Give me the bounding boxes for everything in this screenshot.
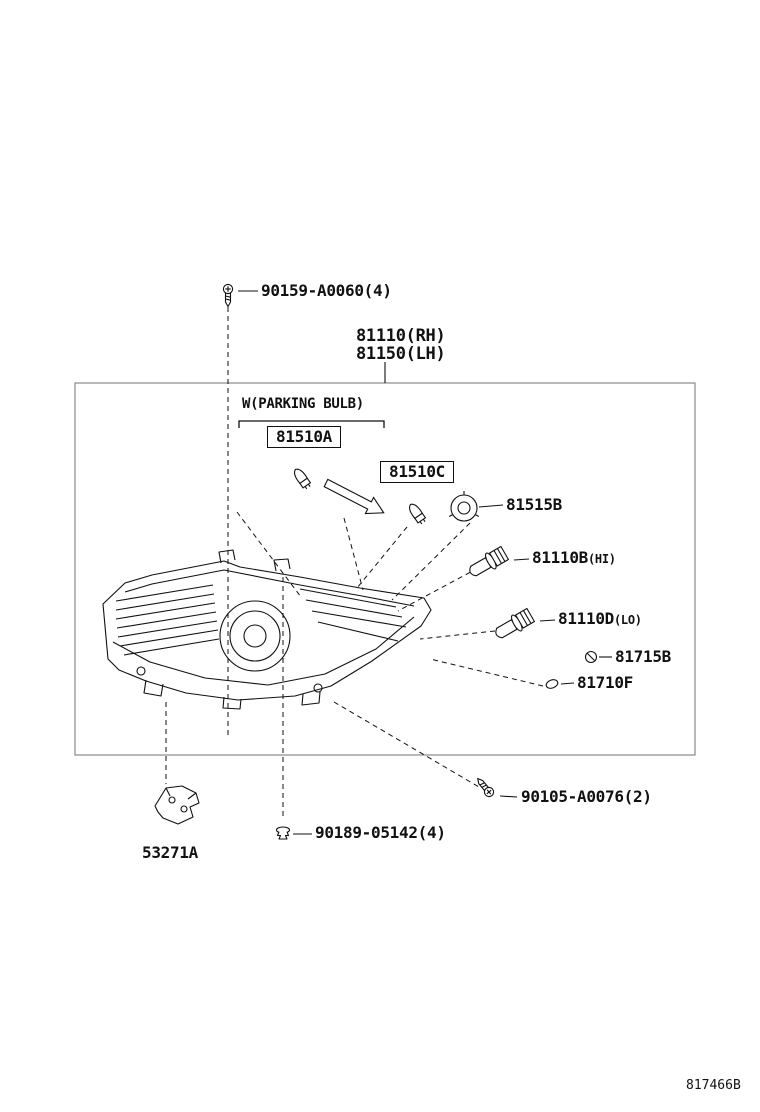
part-label-assembly-rh: 81110(RH) <box>356 326 446 346</box>
part-label-81510a: 81510A <box>267 426 341 448</box>
part-label-screw-top: 90159-A0060(4) <box>261 281 392 300</box>
screw-icon-top <box>222 283 234 308</box>
part-label-53271a: 53271A <box>142 843 198 862</box>
diagram-frame <box>74 382 696 756</box>
part-label-81110b-hi: 81110B(HI) <box>532 548 616 567</box>
drawing-code: 817466B <box>686 1078 741 1093</box>
parking-bulb-a-icon <box>291 466 313 492</box>
hi-bulb-icon <box>465 544 510 582</box>
part-label-81510c: 81510C <box>380 461 454 483</box>
assembly-label-group: 81110(RH) 81150(LH) <box>356 326 446 365</box>
part-label-clip: 90189-05142(4) <box>315 823 446 842</box>
bracket-icon <box>154 785 200 825</box>
part-suffix-hi: (HI) <box>588 552 616 566</box>
part-label-screw-right: 90105-A0076(2) <box>521 787 652 806</box>
part-label-assembly-lh: 81150(LH) <box>356 344 446 365</box>
parking-bulb-bracket <box>238 420 385 428</box>
part-number-lo: 81110D <box>558 609 614 628</box>
parking-bulb-c-icon <box>406 501 428 527</box>
leader-lines-solid <box>238 290 612 835</box>
part-number-hi: 81110B <box>532 548 588 567</box>
arrow-icon <box>323 478 385 515</box>
part-label-81515b: 81515B <box>506 495 562 514</box>
socket-icon <box>448 490 480 522</box>
part-suffix-lo: (LO) <box>614 613 642 627</box>
cap-icon <box>545 679 559 689</box>
headlamp-drawing <box>102 549 432 710</box>
clip-icon <box>275 826 291 840</box>
lo-bulb-icon <box>491 606 536 644</box>
leader-lines-dashed <box>165 307 544 820</box>
part-label-81715b: 81715B <box>615 647 671 666</box>
part-label-81710f: 81710F <box>577 673 633 692</box>
retainer-icon <box>584 650 598 664</box>
part-label-81110d-lo: 81110D(LO) <box>558 609 642 628</box>
screw-icon-right <box>473 775 497 800</box>
parking-bulb-note: W(PARKING BULB) <box>242 396 364 412</box>
